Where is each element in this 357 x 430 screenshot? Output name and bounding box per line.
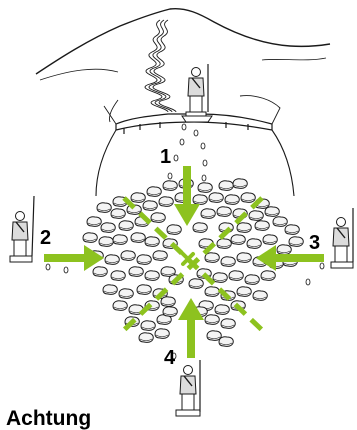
guard-figure-left — [10, 196, 34, 262]
caption-heading: Achtung — [6, 408, 91, 429]
arrow-number-4: 4 — [164, 348, 175, 368]
serpentine-path — [145, 20, 176, 112]
terrace-edge — [96, 96, 294, 196]
arrow-icon-2 — [44, 245, 104, 271]
arrow-number-1: 1 — [160, 147, 171, 167]
mountain-outline — [36, 9, 330, 74]
arrow-number-2: 2 — [40, 228, 51, 248]
guard-figure-bottom — [176, 360, 200, 416]
guard-figure-top — [182, 64, 212, 122]
arrow-number-3: 3 — [309, 233, 320, 253]
guard-figure-right — [331, 208, 353, 268]
